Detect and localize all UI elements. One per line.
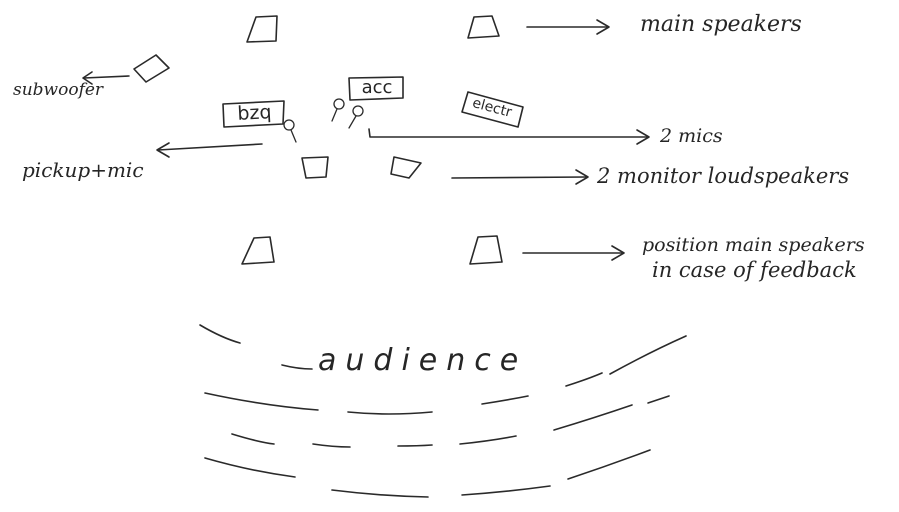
main-speakers-label: main speakers (640, 12, 802, 37)
bzq-mic-icon (283, 119, 297, 143)
subwoofer-label: subwoofer (13, 80, 104, 100)
monitor-speaker-left (301, 156, 329, 179)
subwoofer-box (133, 54, 170, 83)
arrow-monitor-loudspeakers (451, 169, 589, 185)
arrow-pickup-mic (156, 142, 263, 158)
main-speaker-top-left (246, 15, 278, 43)
monitor-loudspeakers-label: 2 monitor loudspeakers (597, 164, 850, 188)
feedback-label: in case of feedback (652, 258, 857, 282)
arrow-main-speakers (526, 19, 610, 35)
audience-label: audience (318, 343, 528, 378)
main-speaker-bottom-right (469, 235, 503, 265)
bzq-box (222, 100, 285, 128)
audience-arcs (199, 324, 687, 498)
electr-box (461, 91, 524, 128)
position-main-speakers-label: position main speakers (642, 234, 865, 256)
arrow-subwoofer (82, 71, 130, 85)
main-speaker-top-right (467, 15, 500, 39)
main-speaker-bottom-left (241, 236, 275, 265)
instrument-bzq-label: bzq (236, 101, 273, 125)
arrow-two-mics (368, 128, 650, 145)
pickup-mic-label: pickup+mic (22, 158, 144, 182)
acc-mic-right-icon (348, 105, 364, 129)
monitor-speaker-right (390, 156, 422, 179)
instrument-acc-label: acc (361, 77, 393, 98)
two-mics-label: 2 mics (660, 125, 723, 147)
acc-mic-left-icon (331, 98, 345, 122)
acc-box (348, 76, 404, 101)
arrow-position-main-speakers (522, 245, 625, 261)
